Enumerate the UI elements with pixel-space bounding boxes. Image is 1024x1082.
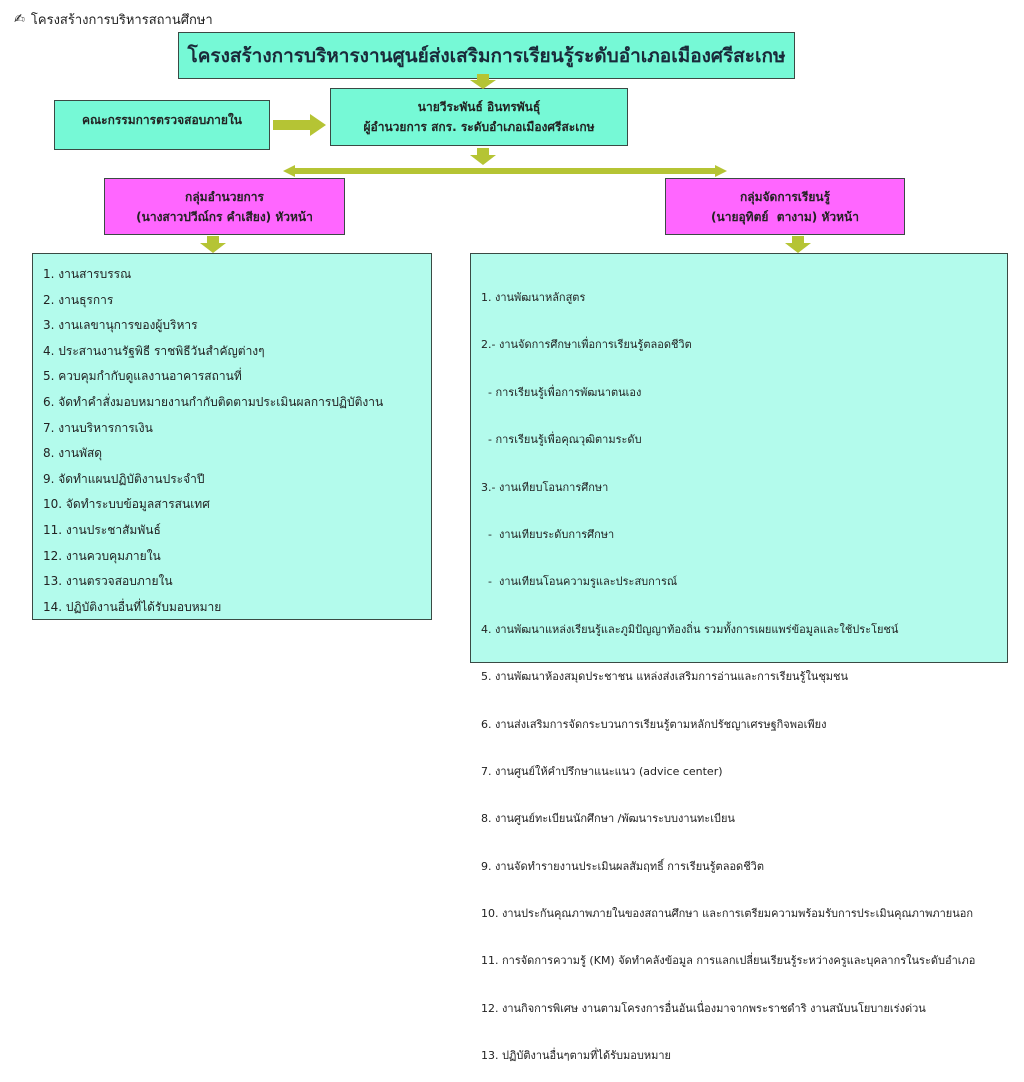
arrow-down-director [470,148,496,165]
committee-label: คณะกรรมการตรวจสอบภายใน [81,113,243,127]
list-item: 9. งานจัดทำรายงานประเมินผลสัมฤทธิ์ การเร… [481,859,764,873]
arrow-down-title [470,74,496,89]
arrow-right-committee [273,114,326,136]
list-item: 6. งานส่งเสริมการจัดกระบวนการเรียนรู้ตาม… [481,717,827,731]
admin-group-head: (นางสาวปวีณ์กร คำเสียง) หัวหน้า [136,209,313,224]
page-heading-text: โครงสร้างการบริหารสถานศึกษา [30,13,213,28]
list-item: 13. งานตรวจสอบภายใน [43,574,173,589]
list-item: 3.- งานเทียบโอนการศึกษา [481,480,609,494]
list-item: 9. จัดทำแผนปฏิบัติงานประจำปี [43,471,205,486]
arrow-down-learning [785,236,811,253]
arrow-down-admin [200,236,226,253]
list-item: 2.- งานจัดการศึกษาเพื่อการเรียนรู้ตลอดชี… [481,338,692,352]
admin-task-list: 1. งานสารบรรณ 2. งานธุรการ 3. งานเลขานุก… [32,253,432,620]
list-item: 1. งานสารบรรณ [43,267,132,281]
list-item: 7. งานศูนย์ให้คำปรึกษาแนะแนว (advice cen… [481,764,723,778]
learning-group-box: กลุ่มจัดการเรียนรู้ (นายอุทิตย์ ตางาม) ห… [665,178,905,235]
director-position: ผู้อำนวยการ สกร. ระดับอำเภอเมืองศรีสะเกษ [363,120,595,134]
pencil-hand-icon: ✍ [14,12,25,27]
admin-group-name: กลุ่มอำนวยการ [185,189,264,204]
admin-group-box: กลุ่มอำนวยการ (นางสาวปวีณ์กร คำเสียง) หั… [104,178,345,235]
connector-arrows [200,74,811,253]
list-item: 5. งานพัฒนาห้องสมุดประชาชน แหล่งส่งเสริม… [481,670,849,684]
learning-group-head: (นายอุทิตย์ ตางาม) หัวหน้า [711,209,859,224]
list-item: 12. งานควบคุมภายใน [43,548,161,563]
list-item: 11. งานประชาสัมพันธ์ [43,522,161,537]
list-item: 4. ประสานงานรัฐพิธี ราชพิธีวันสำคัญต่างๆ [43,343,265,358]
page-heading: ✍ โครงสร้างการบริหารสถานศึกษา [14,9,213,30]
org-title-box: โครงสร้างการบริหารงานศูนย์ส่งเสริมการเรี… [178,32,795,79]
list-item: 14. ปฏิบัติงานอื่นที่ได้รับมอบหมาย [43,599,222,614]
list-item: - งานเทียบระดับการศึกษา [481,527,615,541]
list-item: 6. จัดทำคำสั่งมอบหมายงานกำกับติดตามประเม… [43,394,384,409]
list-item: 11. การจัดการความรู้ (KM) จัดทำคลังข้อมู… [481,954,976,968]
list-item: 4. งานพัฒนาแหล่งเรียนรู้และภูมิปัญญาท้อง… [481,622,899,636]
learning-group-name: กลุ่มจัดการเรียนรู้ [739,189,831,204]
list-item: - การเรียนรู้เพื่อการพัฒนาตนเอง [481,385,642,399]
org-title: โครงสร้างการบริหารงานศูนย์ส่งเสริมการเรี… [187,44,786,67]
list-item: - งานเทียนโอนความรูและประสบการณ์ [481,575,678,589]
arrow-horizontal-both [283,165,727,177]
list-item: 7. งานบริหารการเงิน [43,420,153,435]
list-item: 13. ปฏิบัติงานอื่นๆตามที่ได้รับมอบหมาย [481,1049,671,1063]
learning-task-list: 1. งานพัฒนาหลักสูตร 2.- งานจัดการศึกษาเพ… [470,253,1008,1062]
list-item: 3. งานเลขานุการของผู้บริหาร [43,318,198,333]
list-item: 1. งานพัฒนาหลักสูตร [481,291,586,304]
list-item: 12. งานกิจการพิเศษ งานตามโครงการอื่นอันเ… [481,1001,926,1015]
list-item: - การเรียนรู้เพื่อคุณวุฒิตามระดับ [481,433,642,447]
committee-box: คณะกรรมการตรวจสอบภายใน [54,100,270,150]
list-item: 8. งานศูนย์ทะเบียนนักศึกษา /พัฒนาระบบงาน… [481,812,735,826]
list-item: 10. จัดทำระบบข้อมูลสารสนเทศ [43,497,210,512]
list-item: 2. งานธุรการ [43,292,114,307]
list-item: 10. งานประกันคุณภาพภายในของสถานศึกษา และ… [481,907,974,921]
director-name: นายวีระพันธ์ อินทรพันธุ์ [417,100,541,114]
list-item: 5. ควบคุมกำกับดูแลงานอาคารสถานที่ [43,369,242,384]
list-item: 8. งานพัสดุ [43,446,103,461]
director-box: นายวีระพันธ์ อินทรพันธุ์ ผู้อำนวยการ สกร… [330,88,628,146]
